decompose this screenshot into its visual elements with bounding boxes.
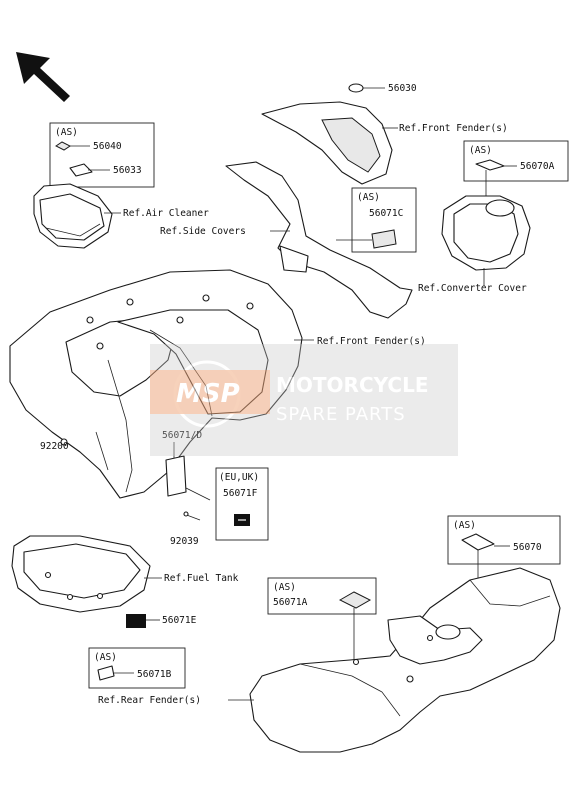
- watermark: MSP MOTORCYCLE SPARE PARTS: [150, 344, 458, 456]
- ref-rear-fender: Ref.Rear Fender(s): [98, 695, 201, 706]
- part-number-56071e: 56071E: [162, 615, 197, 626]
- part-number-56071f: 56071F: [223, 488, 258, 499]
- as-box-56071b: [88, 647, 186, 689]
- front-direction-arrow-icon: [16, 52, 70, 102]
- eu-uk-label: (EU,UK): [219, 472, 259, 483]
- decal-56070a: [475, 159, 505, 171]
- part-number-56033: 56033: [113, 165, 142, 176]
- decal-56033: [69, 163, 93, 177]
- front-fender-main-part: [9, 269, 303, 499]
- bolt-92200: [60, 438, 68, 446]
- as-label-56071a: (AS): [273, 582, 296, 593]
- part-number-56030: 56030: [388, 83, 417, 94]
- rear-fender-part: [249, 567, 561, 753]
- ref-front-fender-top: Ref.Front Fender(s): [399, 123, 508, 134]
- as-label-56071c: (AS): [357, 192, 380, 203]
- watermark-logo: MSP: [176, 379, 240, 409]
- part-number-56071b: 56071B: [137, 669, 172, 680]
- decal-56071a: [338, 591, 372, 609]
- decal-56070: [461, 533, 495, 551]
- part-number-56070a: 56070A: [520, 161, 555, 172]
- part-number-56040: 56040: [93, 141, 122, 152]
- converter-cover-part: [441, 195, 531, 271]
- as-label-56040: (AS): [55, 127, 78, 138]
- grommet-56030: [348, 83, 364, 93]
- part-number-56071d: 56071/D: [162, 430, 202, 441]
- as-label-56071b: (AS): [94, 652, 117, 663]
- as-box-56071c: [351, 187, 417, 253]
- side-cover-part: [225, 161, 413, 319]
- watermark-line1: MOTORCYCLE: [276, 373, 428, 397]
- part-number-56071c: 56071C: [369, 208, 403, 219]
- as-label-56070a: (AS): [469, 145, 492, 156]
- part-number-92200: 92200: [40, 441, 69, 452]
- decal-56071d: [165, 455, 187, 497]
- eu-uk-box-56071f: [215, 467, 269, 541]
- decal-56071c: [371, 229, 397, 249]
- as-box-56071a: [267, 577, 377, 615]
- as-label-56070: (AS): [453, 520, 476, 531]
- ref-front-fender-main: Ref.Front Fender(s): [317, 336, 426, 347]
- front-fender-top-part: [261, 101, 393, 185]
- part-number-56071a: 56071A: [273, 597, 308, 608]
- decal-56040: [55, 141, 71, 151]
- decal-56071b: [97, 665, 115, 681]
- watermark-globe-icon: [173, 360, 241, 428]
- as-box-56070a: [463, 140, 569, 182]
- ref-fuel-tank: Ref.Fuel Tank: [164, 573, 239, 584]
- part-number-56070: 56070: [513, 542, 542, 553]
- as-box-56040: [49, 122, 155, 188]
- ref-air-cleaner: Ref.Air Cleaner: [123, 208, 209, 219]
- ref-side-covers: Ref.Side Covers: [160, 226, 246, 237]
- ref-converter-cover: Ref.Converter Cover: [418, 283, 527, 294]
- decal-56071e: [126, 614, 146, 628]
- air-cleaner-cover: [33, 183, 113, 249]
- fuel-tank-part: [11, 535, 151, 613]
- clip-92039: [183, 511, 189, 517]
- watermark-line2: SPARE PARTS: [276, 404, 406, 425]
- part-number-92039: 92039: [170, 536, 199, 547]
- as-box-56070: [447, 515, 561, 565]
